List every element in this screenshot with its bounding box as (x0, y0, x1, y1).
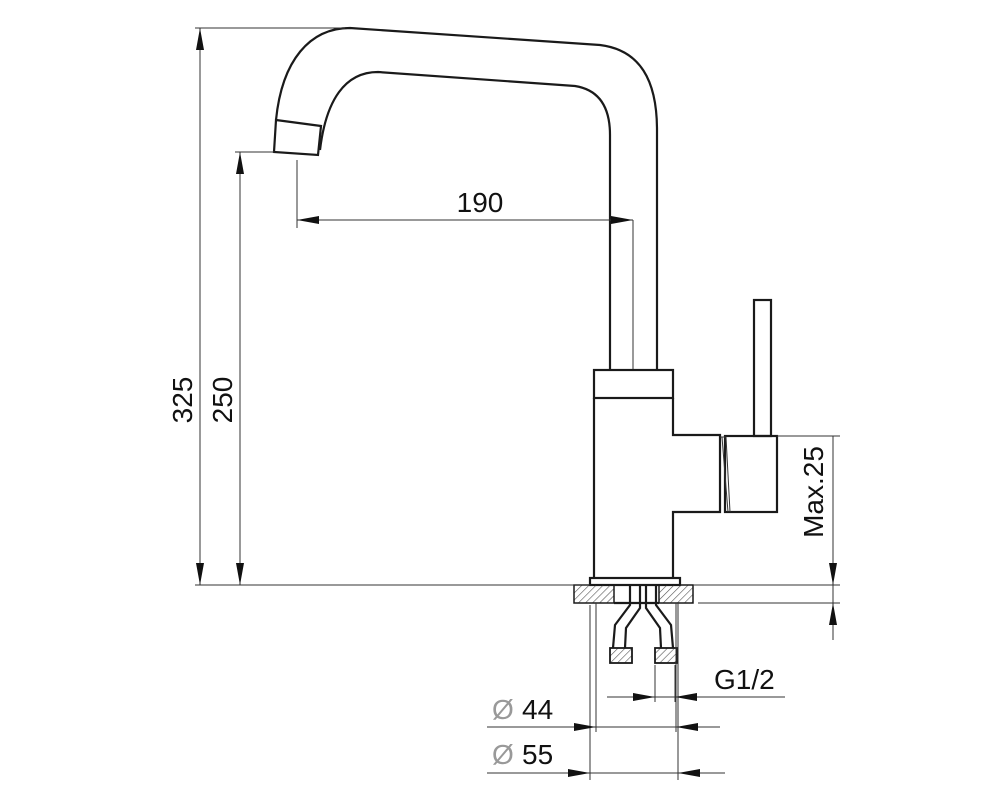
dimension-max-counter: Max.25 (798, 436, 837, 640)
supply-hoses (609, 585, 678, 664)
hose-nut-right (654, 647, 678, 664)
label-250: 250 (207, 377, 238, 424)
dimension-total-height: 325 (167, 28, 204, 585)
diameter-symbol-icon: Ø (492, 694, 514, 725)
diameter-symbol-icon: Ø (492, 739, 514, 770)
label-g1-2: G1/2 (714, 664, 775, 695)
faucet-lever (720, 298, 779, 514)
dimension-diameter-55: Ø 55 (487, 739, 725, 777)
dimension-thread: G1/2 (607, 664, 785, 701)
label-44: 44 (522, 694, 553, 725)
faucet-body (588, 368, 722, 587)
label-55: 55 (522, 739, 553, 770)
hose-nut-left (609, 647, 633, 664)
countertop-section (573, 584, 694, 605)
label-max-25: Max.25 (798, 446, 829, 538)
spout-aerator (272, 118, 323, 157)
dimension-spout-reach: 190 (297, 187, 633, 224)
extension-lines (195, 27, 840, 780)
label-190: 190 (457, 187, 504, 218)
dimension-diameter-44: Ø 44 (487, 694, 720, 731)
dimension-spout-height: 250 (207, 152, 244, 585)
faucet-spout (272, 26, 659, 370)
label-325: 325 (167, 377, 198, 424)
